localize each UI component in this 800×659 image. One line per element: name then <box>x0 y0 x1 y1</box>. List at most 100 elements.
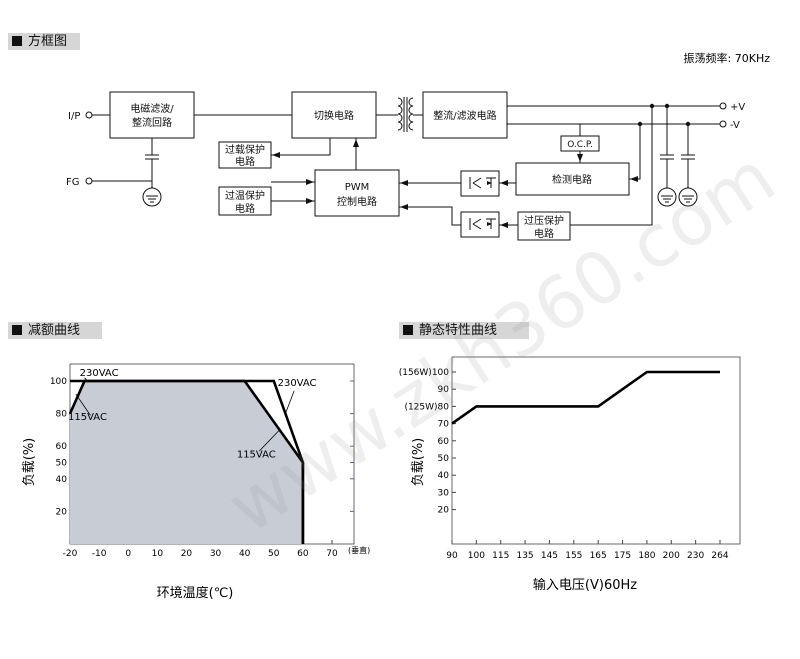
x-tick-label: 40 <box>239 549 251 559</box>
detection-block <box>515 162 630 196</box>
arrow-icon <box>306 179 314 185</box>
terminal-vplus <box>719 102 727 110</box>
label-vminus: -V <box>730 120 740 131</box>
y-tick-label: 30 <box>438 488 450 498</box>
series-annotation: 230VAC <box>278 378 317 389</box>
rectifier-block <box>422 91 508 139</box>
x-tick-label: 200 <box>663 551 680 561</box>
junction-dot <box>649 103 655 109</box>
arrow-icon <box>500 222 508 228</box>
derating-heading: 减额曲线 <box>28 323 81 338</box>
arrow-icon <box>306 198 314 204</box>
x-tick-label: 70 <box>326 549 338 559</box>
ovp-block <box>517 211 571 241</box>
annotation-leader <box>84 377 88 382</box>
label-vplus: +V <box>730 102 745 113</box>
junction-dot <box>664 103 670 109</box>
bullet-square-icon <box>12 36 22 46</box>
x-tick-label: 180 <box>638 551 655 561</box>
x-tick-label: 175 <box>614 551 631 561</box>
terminal-fg <box>85 177 93 185</box>
pwm-block <box>314 169 400 217</box>
static-series-line <box>451 370 720 425</box>
annotation-leader <box>285 390 295 414</box>
label-detect: 检测电路 <box>552 173 592 186</box>
label-emi-1: 电磁滤波/ <box>130 102 174 115</box>
annotation-leader <box>75 393 91 416</box>
derating-x-unit: (垂直) <box>348 545 370 555</box>
static-ylabel: 负载(%) <box>411 438 426 487</box>
label-rect: 整流/滤波电路 <box>433 109 496 122</box>
y-tick-label: 40 <box>438 471 450 481</box>
arrow-icon <box>500 180 508 186</box>
arrow-icon <box>487 222 492 226</box>
label-fg: FG <box>66 177 80 188</box>
annotation-leader <box>258 429 280 452</box>
transformer-icon <box>397 97 414 132</box>
label-ip: I/P <box>68 111 80 122</box>
x-tick-label: 30 <box>210 549 222 559</box>
label-pwm-1: PWM <box>345 182 370 193</box>
x-tick-label: 115 <box>492 551 509 561</box>
ground-icon <box>657 187 677 207</box>
arrow-icon <box>487 181 492 185</box>
olp-block <box>218 141 272 169</box>
label-emi-2: 整流回路 <box>132 116 172 129</box>
arrow-icon <box>400 204 408 210</box>
arrow-icon <box>353 139 359 147</box>
label-olp-2: 电路 <box>235 155 255 168</box>
y-tick-label: 60 <box>56 442 68 452</box>
emi-filter-block <box>109 91 195 139</box>
junction-dot <box>685 121 691 127</box>
y-tick-label: 50 <box>438 454 450 464</box>
label-switch: 切换电路 <box>314 109 354 122</box>
y-tick-label: 80 <box>56 410 68 420</box>
section-heading-static: 静态特性曲线 <box>399 322 529 339</box>
bullet-square-icon <box>12 325 22 335</box>
derating-series-line-115vac <box>68 379 305 544</box>
label-olp-1: 过载保护 <box>225 143 265 156</box>
x-tick-label: 100 <box>468 551 485 561</box>
series-annotation: 230VAC <box>80 368 119 379</box>
y-tick-label: (156W)100 <box>399 368 450 378</box>
series-annotation: 115VAC <box>237 450 276 461</box>
terminal-ip <box>85 111 93 119</box>
series-annotation: 115VAC <box>68 412 107 423</box>
label-otp-2: 电路 <box>235 202 255 215</box>
x-tick-label: 155 <box>565 551 582 561</box>
section-heading-block-diagram: 方框图 <box>8 33 80 50</box>
x-tick-label: 60 <box>297 549 309 559</box>
label-ovp-2: 电路 <box>534 227 554 240</box>
arrow-icon <box>400 180 408 186</box>
derating-xlabel: 环境温度(℃) <box>157 585 234 601</box>
label-pwm-2: 控制电路 <box>337 195 377 208</box>
derating-ylabel: 负载(%) <box>22 438 37 487</box>
ground-icon <box>142 187 162 207</box>
section-heading-derating: 减额曲线 <box>8 322 102 339</box>
arrow-icon <box>272 152 280 158</box>
block-diagram: 振荡频率: 70KHz <box>66 51 771 241</box>
x-tick-label: 165 <box>590 551 607 561</box>
x-tick-label: 230 <box>687 551 704 561</box>
x-tick-label: 90 <box>446 551 458 561</box>
bullet-square-icon <box>403 325 413 335</box>
y-tick-label: 60 <box>438 437 450 447</box>
terminal-vminus <box>719 120 727 128</box>
label-ocp: O.C.P. <box>567 140 593 150</box>
y-tick-label: 20 <box>438 506 450 516</box>
x-tick-label: 50 <box>268 549 280 559</box>
x-tick-label: 145 <box>541 551 558 561</box>
ground-icon <box>678 187 698 207</box>
x-tick-label: 0 <box>125 549 131 559</box>
x-tick-label: -20 <box>63 549 78 559</box>
x-tick-label: -10 <box>92 549 107 559</box>
static-plot-frame <box>451 356 741 545</box>
x-tick-label: 10 <box>152 549 164 559</box>
block-diagram-heading: 方框图 <box>28 34 68 49</box>
osc-frequency: 振荡频率: 70KHz <box>684 51 771 65</box>
optocoupler-top <box>460 170 500 197</box>
y-tick-label: 50 <box>56 459 68 469</box>
x-tick-label: 135 <box>516 551 533 561</box>
